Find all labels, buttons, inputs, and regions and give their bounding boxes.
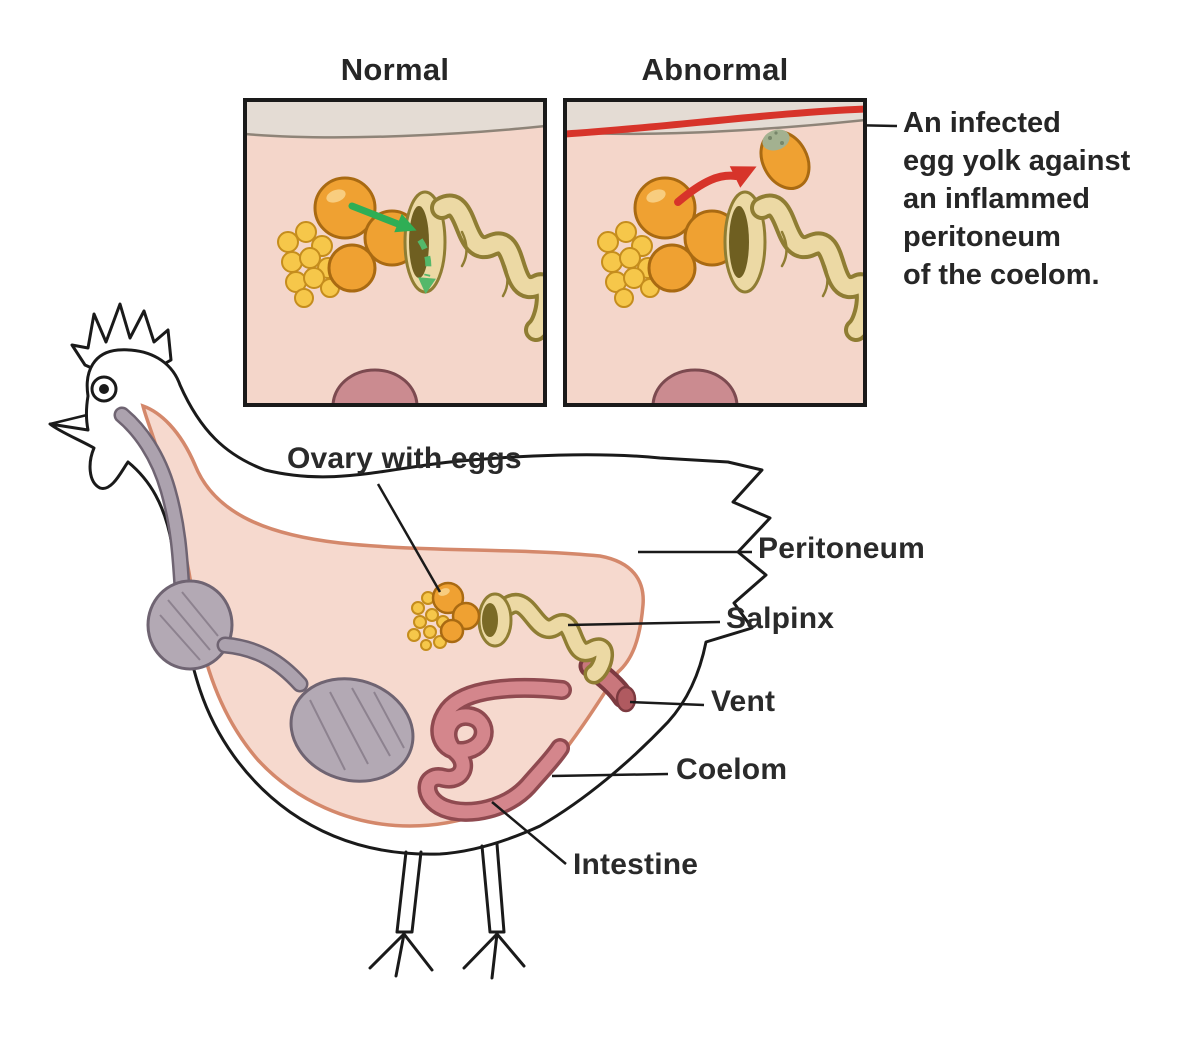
infected-patch — [762, 129, 790, 151]
body-wall-band — [247, 102, 543, 138]
inflamed-peritoneum-line — [567, 105, 863, 138]
annotation-line: An infected — [903, 107, 1061, 139]
label-intestine: Intestine — [573, 848, 699, 881]
gizzard — [289, 677, 415, 783]
normal-panel — [243, 98, 547, 407]
label-salpinx: Salpinx — [726, 602, 835, 635]
beak-line — [49, 413, 88, 426]
abnormal-panel-title: Abnormal — [641, 52, 789, 87]
infected-yolk-annotation: An infected egg yolk against an inflamme… — [903, 104, 1130, 294]
intestine-cross-section — [651, 368, 739, 403]
annotation-line: an inflammed — [903, 183, 1090, 215]
annotation-line: of the coelom. — [903, 259, 1100, 291]
abnormal-path-arrow-icon — [674, 166, 757, 206]
legs — [368, 842, 526, 980]
label-vent: Vent — [711, 685, 776, 718]
intestine-cross-section — [331, 368, 419, 403]
salpinx-coil — [750, 193, 863, 342]
label-peritoneum: Peritoneum — [758, 532, 926, 565]
eye-pupil — [99, 384, 109, 394]
leader-coelom — [551, 772, 669, 778]
leader-intestine — [491, 801, 567, 865]
escaped-egg-yolk — [759, 129, 811, 190]
label-coelom: Coelom — [676, 753, 788, 786]
leader-vent — [629, 700, 705, 707]
annotation-line: peritoneum — [903, 221, 1061, 253]
salpinx-coil — [430, 193, 543, 342]
abnormal-panel — [563, 98, 867, 407]
normal-panel-title: Normal — [340, 52, 450, 87]
salpinx — [477, 592, 614, 685]
annotation-line: egg yolk against — [903, 145, 1131, 177]
normal-path-arrow-icon — [348, 202, 436, 294]
leader-ovary — [376, 483, 442, 593]
leader-salpinx — [567, 620, 721, 627]
label-ovary-with-eggs: Ovary with eggs — [287, 442, 522, 475]
digestive-tract — [113, 406, 415, 783]
